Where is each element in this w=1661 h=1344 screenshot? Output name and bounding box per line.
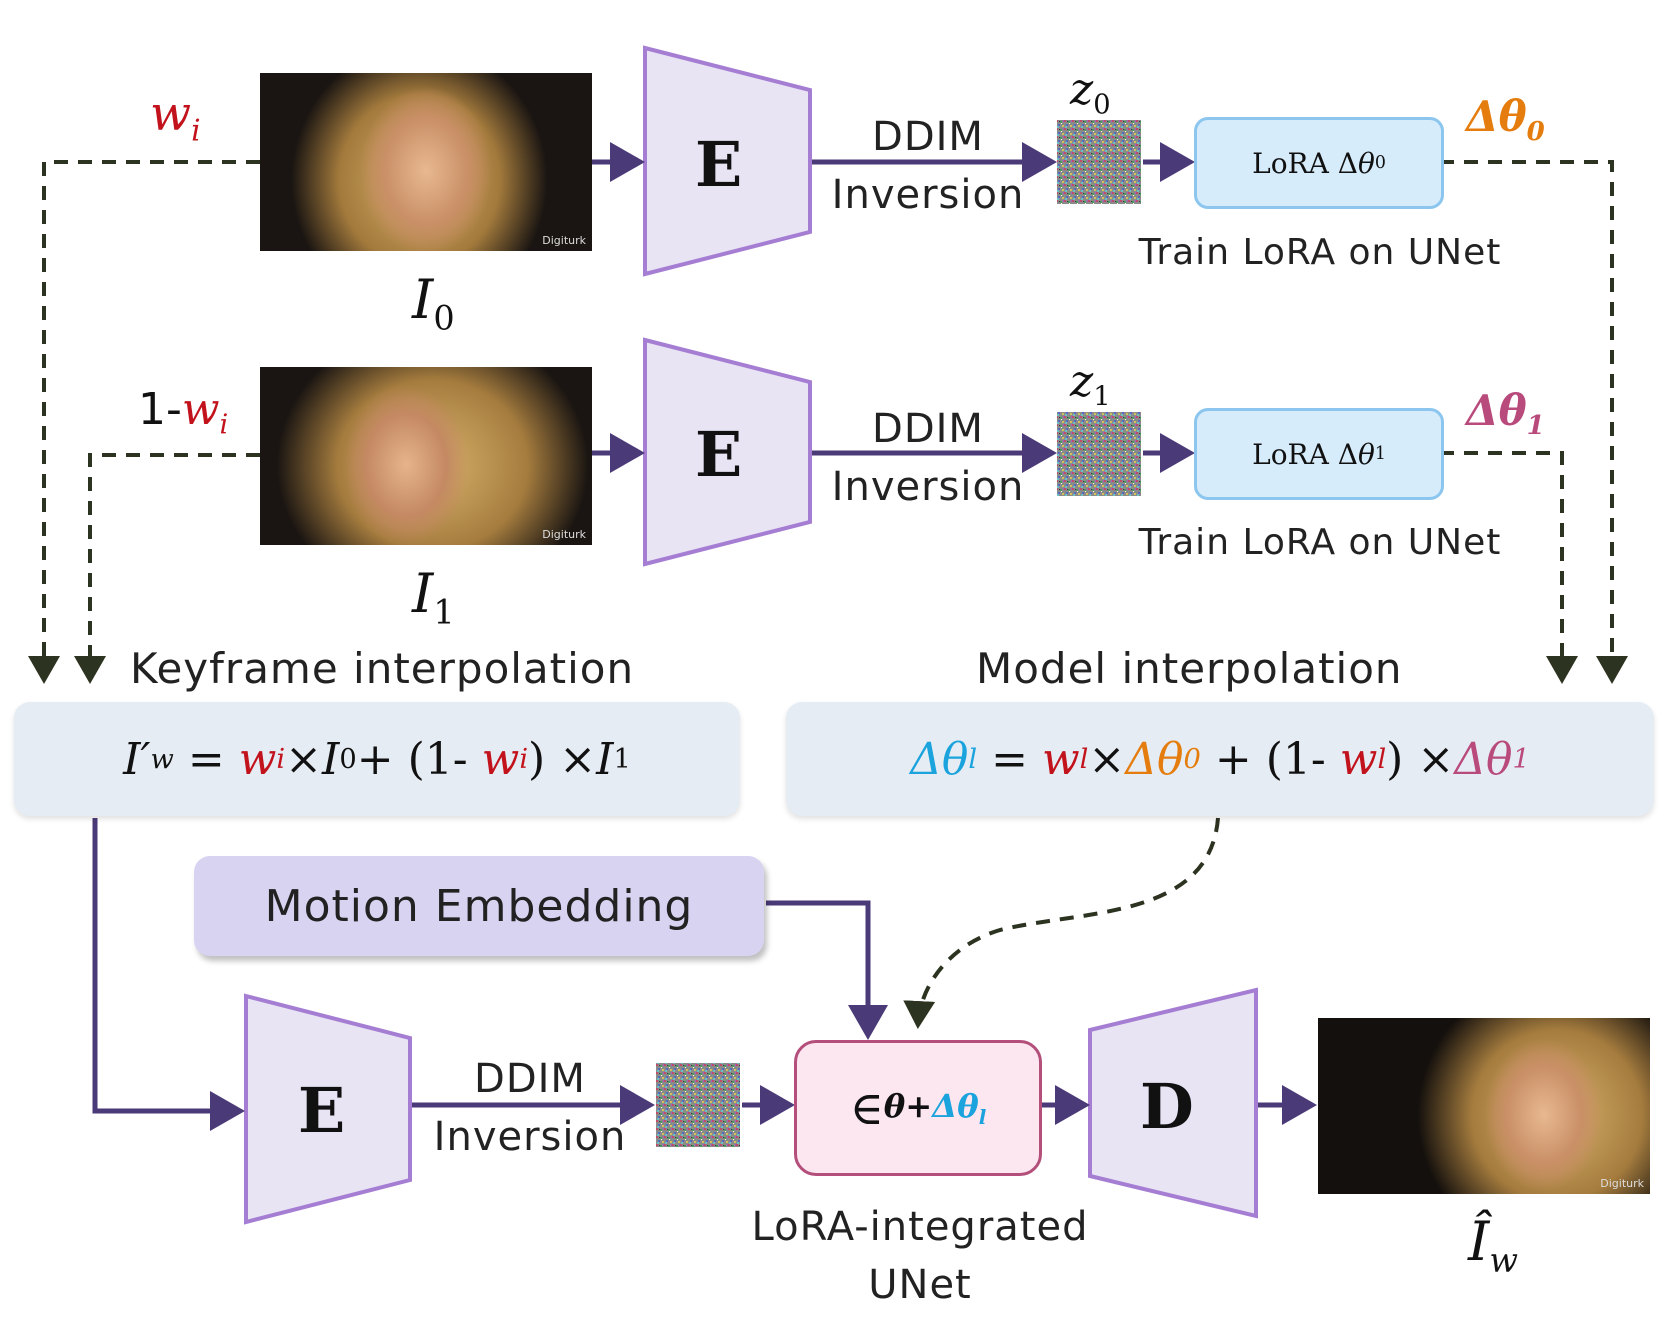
ddim-top-label: DDIM Inversion	[828, 108, 1028, 224]
weight-1-minus-wi: 1-wi	[138, 384, 229, 441]
weight-delta-theta-1: Δθ1	[1466, 386, 1545, 442]
latent-bottom-noise	[656, 1063, 740, 1147]
decoder-shape	[1088, 987, 1258, 1219]
model-interpolation-title: Model interpolation	[976, 644, 1403, 693]
image-i1-label: I1	[412, 562, 455, 632]
ddim-bottom-line1: DDIM	[474, 1056, 586, 1102]
ddim-bottom-line2: Inversion	[433, 1114, 627, 1160]
latent-z1-label: z1	[1070, 356, 1111, 413]
dashed-delta0-to-model	[1440, 160, 1628, 684]
dashed-delta1-to-model	[1440, 451, 1578, 684]
watermark-output: Digiturk	[1600, 1177, 1644, 1190]
latent-z0-noise	[1057, 120, 1141, 204]
ddim-mid-line2: Inversion	[831, 464, 1025, 510]
encoder-bottom-label: E	[298, 1074, 346, 1147]
dashed-1mwi-to-keyframe	[74, 453, 260, 684]
ddim-top-line2: Inversion	[831, 172, 1025, 218]
ddim-top-line1: DDIM	[872, 114, 984, 160]
latent-z1-noise	[1057, 412, 1141, 496]
encoder-top-shape	[643, 45, 812, 277]
latent-z0-label: z0	[1070, 64, 1111, 121]
encoder-mid-label: E	[695, 418, 743, 491]
ddim-mid-label: DDIM Inversion	[828, 400, 1028, 516]
keyframe-i0-image: Digiturk	[260, 73, 592, 251]
keyframe-interpolation-title: Keyframe interpolation	[130, 644, 635, 693]
encoder-top-label: E	[695, 128, 743, 201]
image-i0-label: I0	[412, 268, 455, 338]
output-frame-image: Digiturk	[1318, 1018, 1650, 1194]
unet-caption-line1: LoRA-integrated	[751, 1204, 1089, 1250]
dashed-wi-to-keyframe	[28, 160, 260, 684]
ddim-bottom-label: DDIM Inversion	[430, 1050, 630, 1166]
weight-delta-theta-0: Δθ0	[1466, 92, 1545, 148]
encoder-mid-shape	[643, 337, 812, 567]
dashed-model-to-unet	[903, 817, 1220, 1029]
arrow-motion-to-unet	[766, 900, 888, 1040]
lora-1-caption: Train LoRA on UNet	[1138, 522, 1502, 563]
keyframe-i1-image: Digiturk	[260, 367, 592, 545]
watermark-i0: Digiturk	[542, 234, 586, 247]
lora-0-caption: Train LoRA on UNet	[1138, 232, 1502, 273]
ddim-mid-line1: DDIM	[872, 406, 984, 452]
lora-integrated-unet-box: ∈ θ+Δθl	[794, 1040, 1042, 1176]
unet-caption-line2: UNet	[868, 1262, 972, 1308]
motion-embedding-box: Motion Embedding	[194, 856, 764, 956]
weight-wi-top: wi	[150, 86, 201, 149]
unet-caption: LoRA-integrated UNet	[720, 1198, 1120, 1314]
encoder-bottom-shape	[244, 993, 412, 1225]
watermark-i1: Digiturk	[542, 528, 586, 541]
decoder-label: D	[1140, 1070, 1194, 1143]
arrow-keyframe-to-encoder	[92, 818, 245, 1131]
image-output-label: Îw	[1468, 1210, 1518, 1280]
